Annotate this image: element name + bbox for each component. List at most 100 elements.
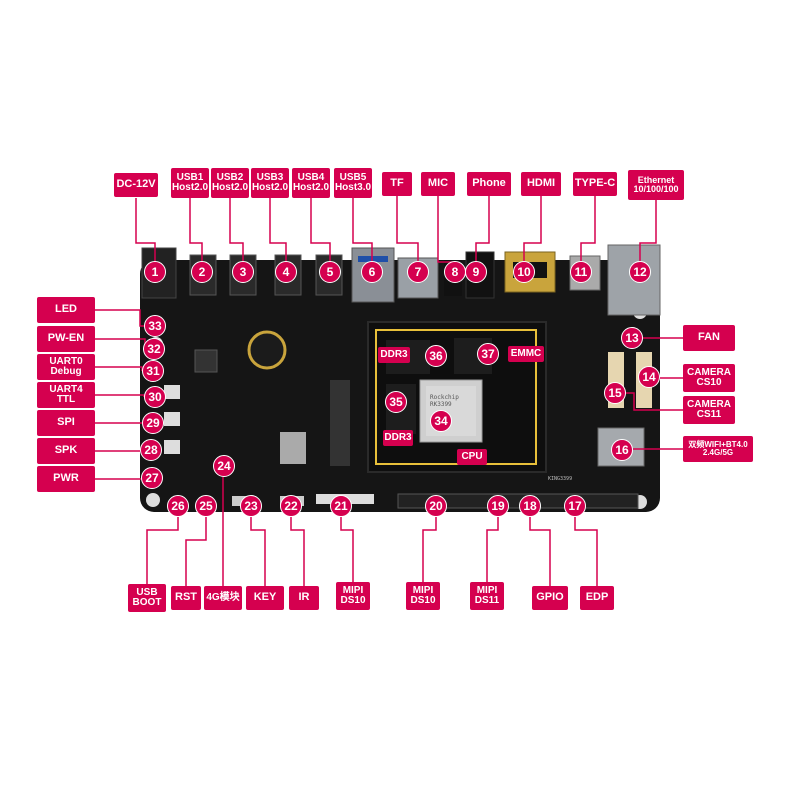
- label-wifi: 双频WIFI+BT4.0 2.4G/5G: [683, 436, 753, 462]
- label-usb4: USB4 Host2.0: [292, 168, 330, 198]
- callout-line-14: [95, 338, 146, 350]
- callout-badge-22: 22: [280, 495, 302, 517]
- label-cam11: CAMERA CS11: [683, 396, 735, 424]
- label-mipi-ds11: MIPI DS11: [470, 582, 504, 610]
- inductor: [194, 349, 218, 373]
- label-ir: IR: [289, 586, 319, 610]
- callout-badge-10: 10: [513, 261, 535, 283]
- label-cam10: CAMERA CS10: [683, 364, 735, 392]
- callout-badge-17: 17: [564, 495, 586, 517]
- label-pwen: PW-EN: [37, 326, 95, 352]
- callout-badge-6: 6: [361, 261, 383, 283]
- callout-badge-21: 21: [330, 495, 352, 517]
- callout-line-22: [626, 392, 683, 411]
- callout-badge-16: 16: [611, 439, 633, 461]
- label-usb2: USB2 Host2.0: [211, 168, 249, 198]
- callout-line-12: [639, 200, 657, 262]
- callout-badge-1: 1: [144, 261, 166, 283]
- callout-line-9: [475, 196, 490, 262]
- battery-holder: [247, 330, 287, 370]
- label-spk: SPK: [37, 438, 95, 464]
- label-usb3: USB3 Host2.0: [251, 168, 289, 198]
- callout-line-16: [95, 394, 145, 397]
- callout-line-8: [437, 196, 455, 263]
- label-ddr3-a: DDR3: [378, 347, 410, 363]
- callout-line-11: [580, 196, 596, 262]
- board-silkscreen: KING3399: [548, 476, 573, 482]
- callout-badge-15: 15: [604, 382, 626, 404]
- label-emmc: EMMC: [508, 346, 544, 362]
- callout-badge-29: 29: [142, 412, 164, 434]
- callout-badge-24: 24: [213, 455, 235, 477]
- label-ethernet: Ethernet 10/100/100: [628, 170, 684, 200]
- sim-slot: [280, 432, 306, 464]
- callout-line-32: [529, 517, 551, 586]
- callout-badge-7: 7: [407, 261, 429, 283]
- label-gpio: GPIO: [532, 586, 568, 610]
- callout-line-30: [422, 517, 437, 582]
- core-module-frame: [375, 329, 537, 465]
- callout-line-15: [95, 366, 143, 371]
- m2-slot: [330, 380, 350, 466]
- callout-badge-30: 30: [144, 386, 166, 408]
- callout-badge-23: 23: [240, 495, 262, 517]
- callout-badge-27: 27: [141, 467, 163, 489]
- callout-line-1: [135, 198, 156, 262]
- label-spi: SPI: [37, 410, 95, 436]
- callout-line-28: [290, 517, 305, 586]
- label-mipi-ds10-a: MIPI DS10: [336, 582, 370, 610]
- callout-badge-11: 11: [570, 261, 592, 283]
- callout-line-31: [486, 517, 499, 582]
- callout-badge-9: 9: [465, 261, 487, 283]
- callout-line-24: [146, 517, 179, 584]
- callout-badge-37: 37: [477, 343, 499, 365]
- callout-line-3: [229, 198, 244, 262]
- callout-badge-19: 19: [487, 495, 509, 517]
- label-pwr: PWR: [37, 466, 95, 492]
- callout-badge-2: 2: [191, 261, 213, 283]
- label-usb5: USB5 Host3.0: [334, 168, 372, 198]
- callout-badge-18: 18: [519, 495, 541, 517]
- callout-line-25: [185, 517, 207, 586]
- label-key: KEY: [246, 586, 284, 610]
- callout-badge-33: 33: [144, 315, 166, 337]
- label-edp: EDP: [580, 586, 614, 610]
- mount-hole-bl: [146, 493, 160, 507]
- callout-badge-31: 31: [142, 360, 164, 382]
- label-fan: FAN: [683, 325, 735, 351]
- label-typec: TYPE-C: [573, 172, 617, 196]
- callout-line-13: [95, 309, 145, 327]
- callout-badge-5: 5: [319, 261, 341, 283]
- label-usbboot: USB BOOT: [128, 584, 166, 612]
- callout-badge-32: 32: [143, 338, 165, 360]
- label-mic: MIC: [421, 172, 455, 196]
- callout-badge-4: 4: [275, 261, 297, 283]
- callout-badge-12: 12: [629, 261, 651, 283]
- callout-badge-25: 25: [195, 495, 217, 517]
- label-cpu: CPU: [457, 449, 487, 465]
- callout-line-29: [340, 517, 354, 582]
- callout-badge-3: 3: [232, 261, 254, 283]
- callout-badge-28: 28: [140, 439, 162, 461]
- label-uart4: UART4 TTL: [37, 382, 95, 408]
- callout-badge-34: 34: [430, 410, 452, 432]
- callout-line-27: [250, 517, 266, 586]
- callout-badge-13: 13: [621, 327, 643, 349]
- callout-line-6: [352, 198, 373, 262]
- label-dc12v: DC-12V: [114, 173, 158, 197]
- label-rst: RST: [171, 586, 201, 610]
- callout-badge-36: 36: [425, 345, 447, 367]
- label-mipi-ds10-b: MIPI DS10: [406, 582, 440, 610]
- callout-badge-14: 14: [638, 366, 660, 388]
- label-uart0: UART0 Debug: [37, 354, 95, 380]
- callout-line-10: [523, 196, 542, 262]
- callout-badge-20: 20: [425, 495, 447, 517]
- cpu-marking: Rockchip RK3399: [430, 394, 459, 408]
- label-phone: Phone: [467, 172, 511, 196]
- label-led: LED: [37, 297, 95, 323]
- label-ddr3-b: DDR3: [383, 430, 413, 446]
- label-usb1: USB1 Host2.0: [171, 168, 209, 198]
- callout-line-4: [269, 198, 287, 262]
- label-tf: TF: [382, 172, 412, 196]
